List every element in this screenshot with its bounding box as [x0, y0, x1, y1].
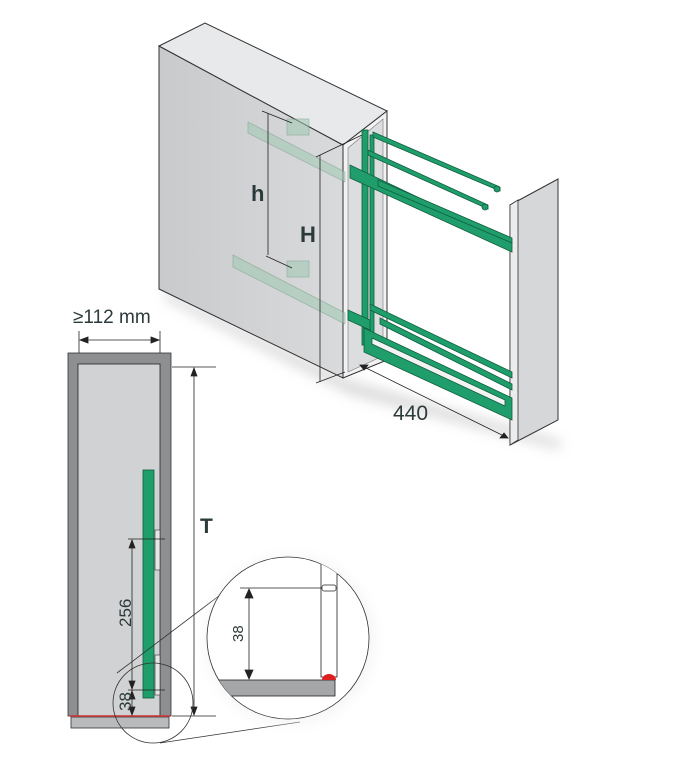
lower-slide-ghost	[232, 254, 346, 325]
basket-section	[142, 469, 155, 699]
label-38-detail: 38	[230, 625, 247, 642]
label-H: H	[300, 222, 316, 247]
plinth	[70, 716, 170, 729]
label-h: h	[251, 181, 264, 206]
detail-floor	[207, 679, 336, 697]
section-view: ≥112 mm T	[67, 307, 216, 744]
detail-view: 38	[116, 555, 375, 744]
detail-basket-edge	[320, 559, 338, 678]
dimension-256	[128, 538, 165, 717]
dimension-width	[78, 331, 161, 353]
pull-out-basket	[347, 129, 513, 421]
isometric-view: h H	[157, 22, 560, 450]
label-256: 256	[116, 599, 135, 627]
label-440: 440	[393, 402, 428, 425]
dimension-h	[261, 110, 293, 269]
label-T: T	[200, 515, 213, 538]
dimension-38-detail	[240, 587, 322, 680]
detail-red-marker	[322, 674, 336, 680]
dimension-H	[315, 134, 363, 384]
dimension-440	[359, 364, 509, 439]
label-38-section: 38	[116, 692, 135, 711]
upper-slide-ghost	[247, 118, 346, 183]
label-min-width: ≥112 mm	[73, 307, 151, 328]
detail-callout-circle	[112, 662, 194, 744]
